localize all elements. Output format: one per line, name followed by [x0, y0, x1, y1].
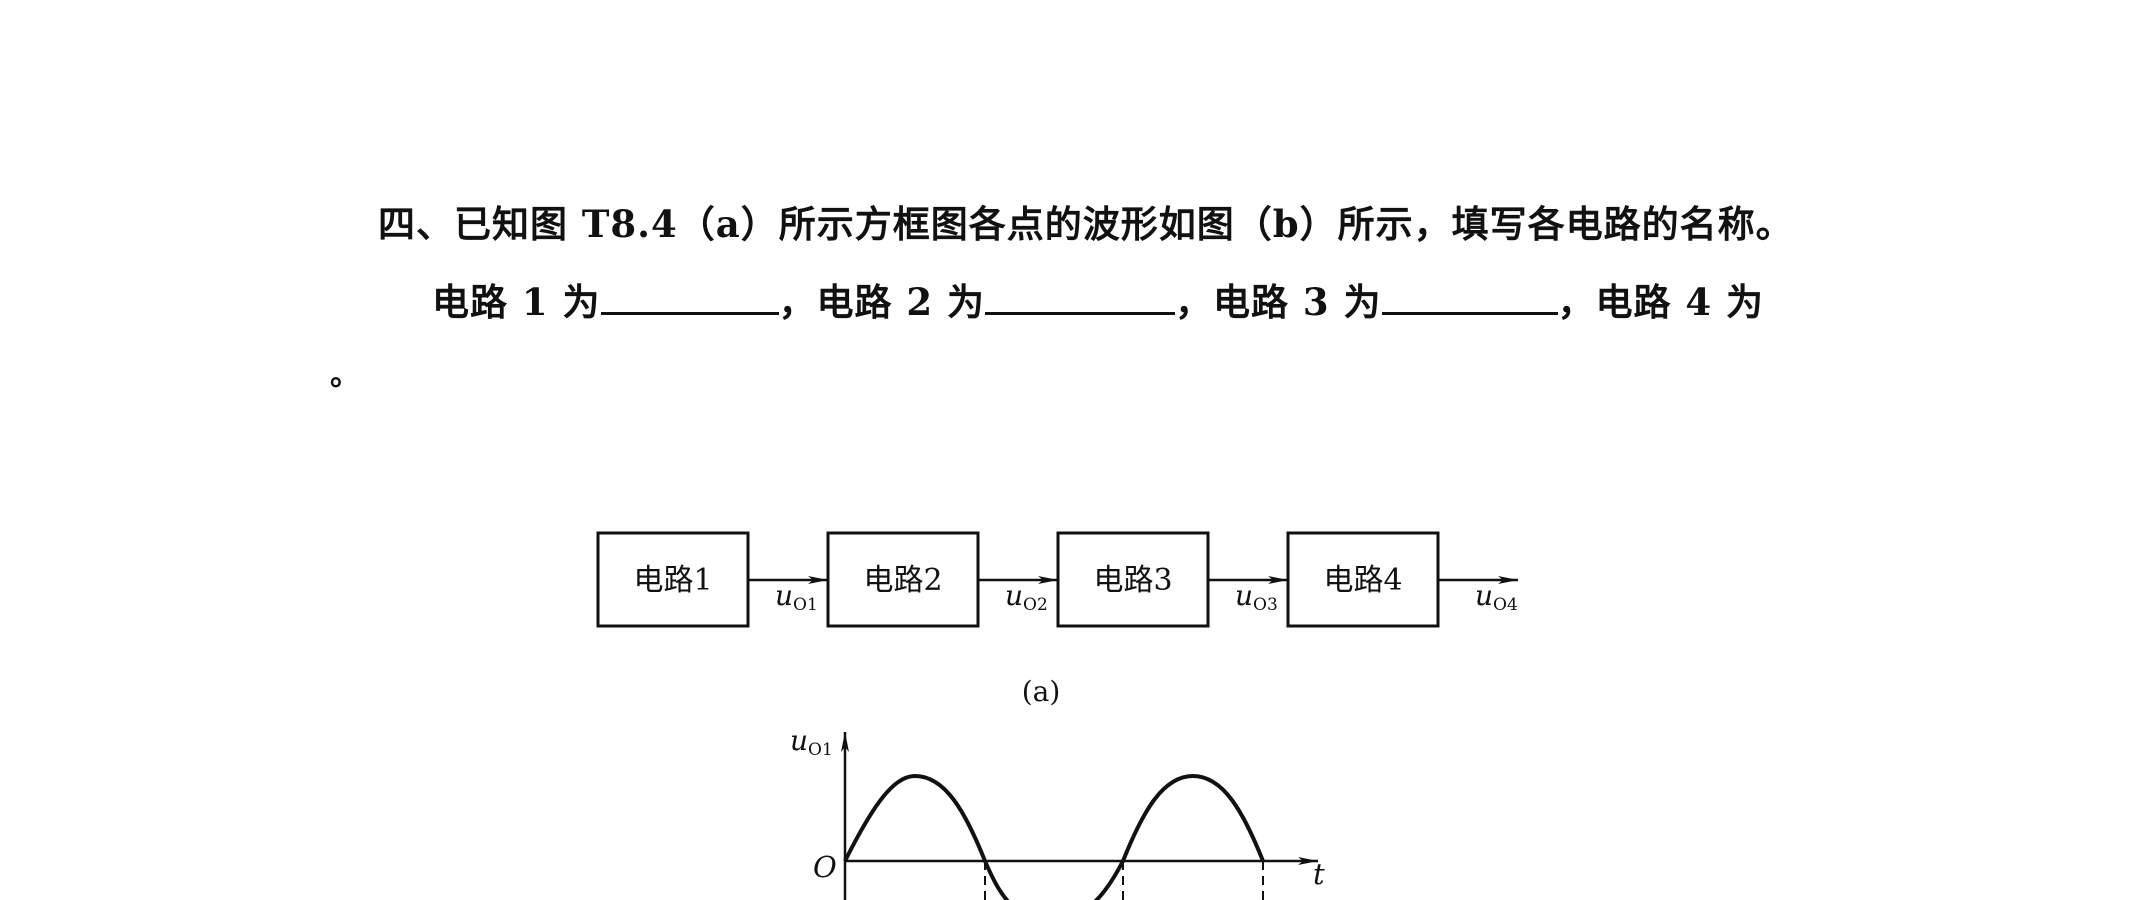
- question-line-2: 电路 1 为 ，电路 2 为 ，电路 3 为 ，电路 4 为: [432, 272, 1764, 326]
- question-line-3: 。: [330, 358, 361, 393]
- circuit-1-prefix: 电路 1 为: [432, 280, 601, 324]
- answer-blank-3[interactable]: [1381, 282, 1558, 315]
- circuit-2-label: 电路2: [863, 563, 942, 598]
- signal-uo3-label: uO3: [1235, 579, 1278, 615]
- x-axis-label: t: [1313, 857, 1325, 891]
- answer-blank-1[interactable]: [600, 282, 779, 315]
- circuit-3-prefix: ，电路 3 为: [1175, 280, 1382, 324]
- figure-caption-a: (a): [1022, 675, 1061, 708]
- circuit-4-prefix: ，电路 4 为: [1557, 280, 1765, 324]
- signal-uo1-label: uO1: [775, 579, 818, 615]
- sine-waveform: [843, 773, 1265, 900]
- y-axis-label: uO1: [790, 724, 833, 760]
- circuit-1-label: 电路1: [633, 563, 712, 598]
- origin-label: O: [813, 850, 837, 884]
- circuit-4-label: 电路4: [1323, 563, 1402, 598]
- circuit-2-prefix: ，电路 2 为: [778, 280, 986, 324]
- signal-uo4-label: uO4: [1475, 579, 1518, 615]
- block-diagram: 电路1 电路2 电路3 电路4 uO1 uO2 uO3 uO4 (a): [596, 531, 1518, 708]
- signal-uo2-label: uO2: [1005, 579, 1048, 615]
- waveform-uo1: uO1 O t: [790, 724, 1325, 900]
- answer-blank-2[interactable]: [985, 282, 1176, 315]
- question-line-1: 四、已知图 T8.4（a）所示方框图各点的波形如图（b）所示，填写各电路的名称。: [378, 202, 1794, 246]
- circuit-3-label: 电路3: [1093, 563, 1172, 598]
